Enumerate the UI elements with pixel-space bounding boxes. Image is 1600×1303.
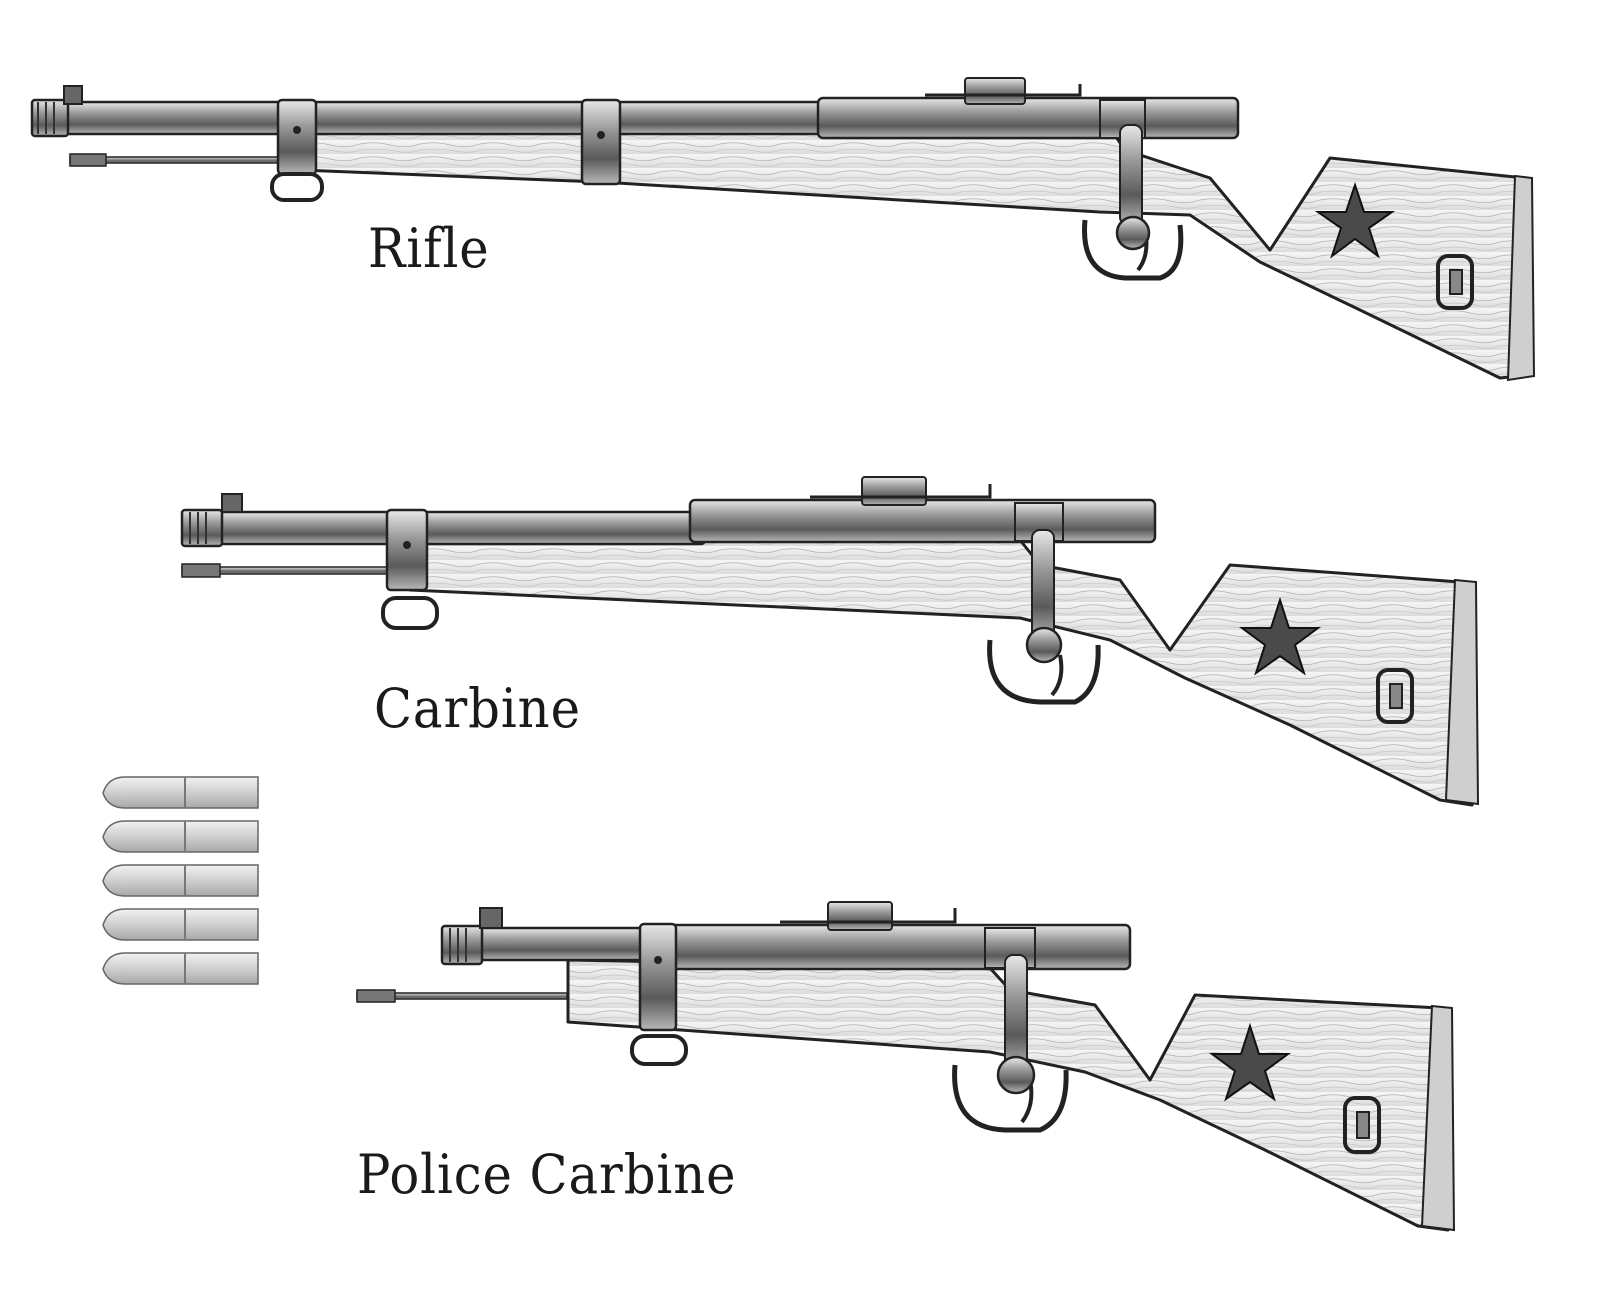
police-carbine-drawing: [356, 901, 1456, 1232]
cartridge-icon: [102, 776, 259, 809]
rifle-drawing: [30, 77, 1536, 382]
rifle-label: Rifle: [368, 217, 490, 280]
cartridge-stack: [102, 776, 259, 985]
star-icon: [1314, 181, 1396, 259]
police-carbine-label: Police Carbine: [357, 1143, 737, 1206]
cartridge-icon: [102, 908, 259, 941]
carbine-drawing: [180, 476, 1480, 807]
cartridge-icon: [102, 820, 259, 853]
cartridge-icon: [102, 864, 259, 897]
carbine-label: Carbine: [374, 677, 581, 740]
star-icon: [1208, 1022, 1292, 1102]
cartridge-icon: [102, 952, 259, 985]
star-icon: [1238, 596, 1322, 676]
